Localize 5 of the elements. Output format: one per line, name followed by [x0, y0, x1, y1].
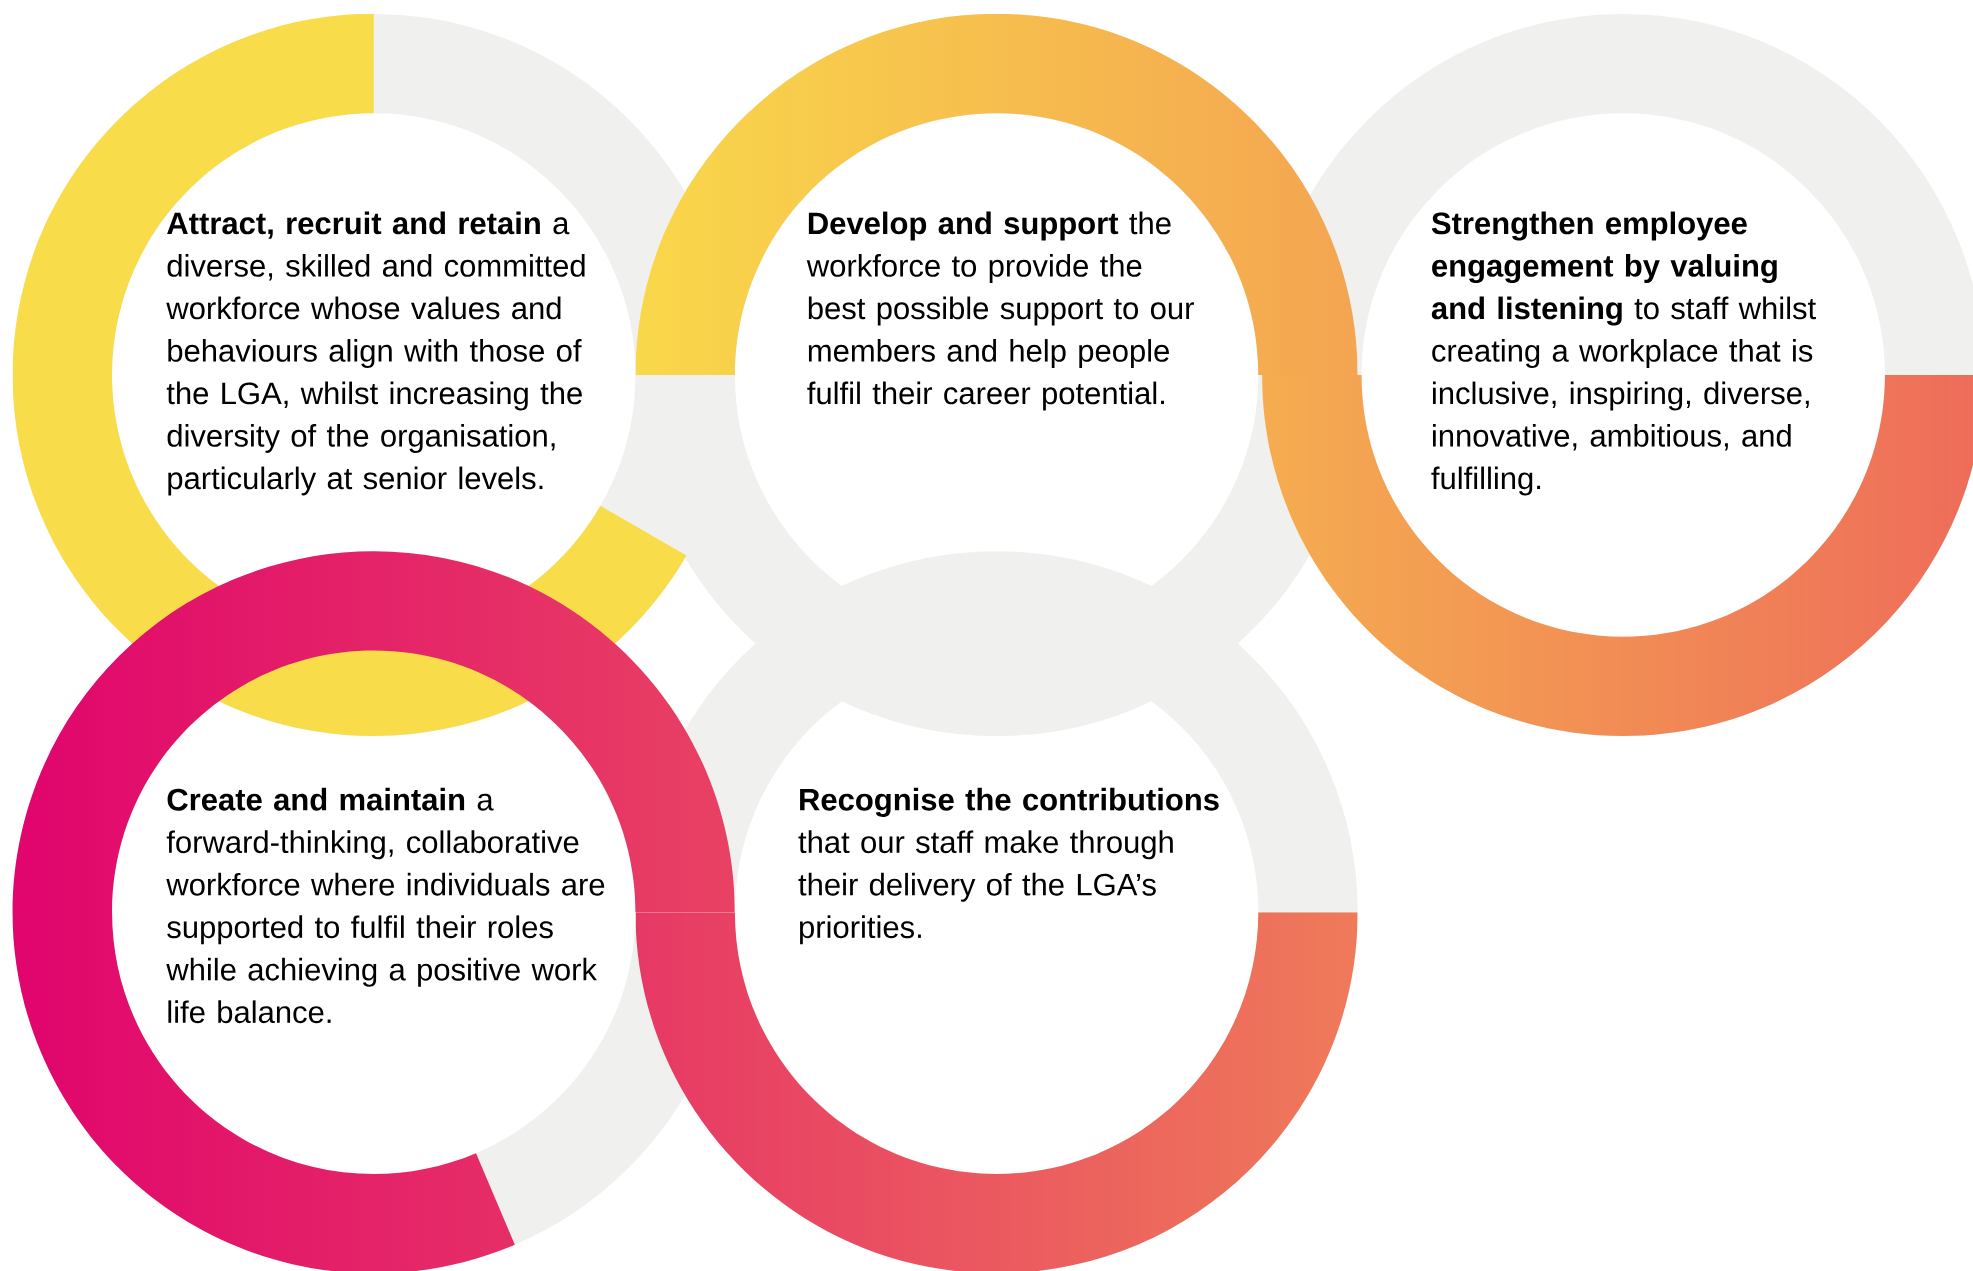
goal-text: Attract, recruit and retain a diverse, skilled and committed workforce whose values and behaviours align with those of the LGA, whilst increasing the diversity of the organisation, particularly at senior levels.: [166, 211, 585, 496]
goal-text: Develop and support the workforce to provide the best possible support to our members and help people fulfil their career potential.: [806, 211, 1194, 411]
goal-text: Strengthen employee engagement by valuing and listening to staff whilst creating a workplace that is inclusive, inspiring, diverse, innovative, ambitious, and fulfilling.: [1431, 211, 1816, 496]
goal-text: Create and maintain a forward-thinking, collaborative workforce where individuals are supported to fulfil their roles while achieving a positive work life balance.: [166, 787, 605, 1024]
goal-text: Recognise the contributions that our staff make through their delivery of the LGA’s priorities.: [798, 787, 1219, 945]
